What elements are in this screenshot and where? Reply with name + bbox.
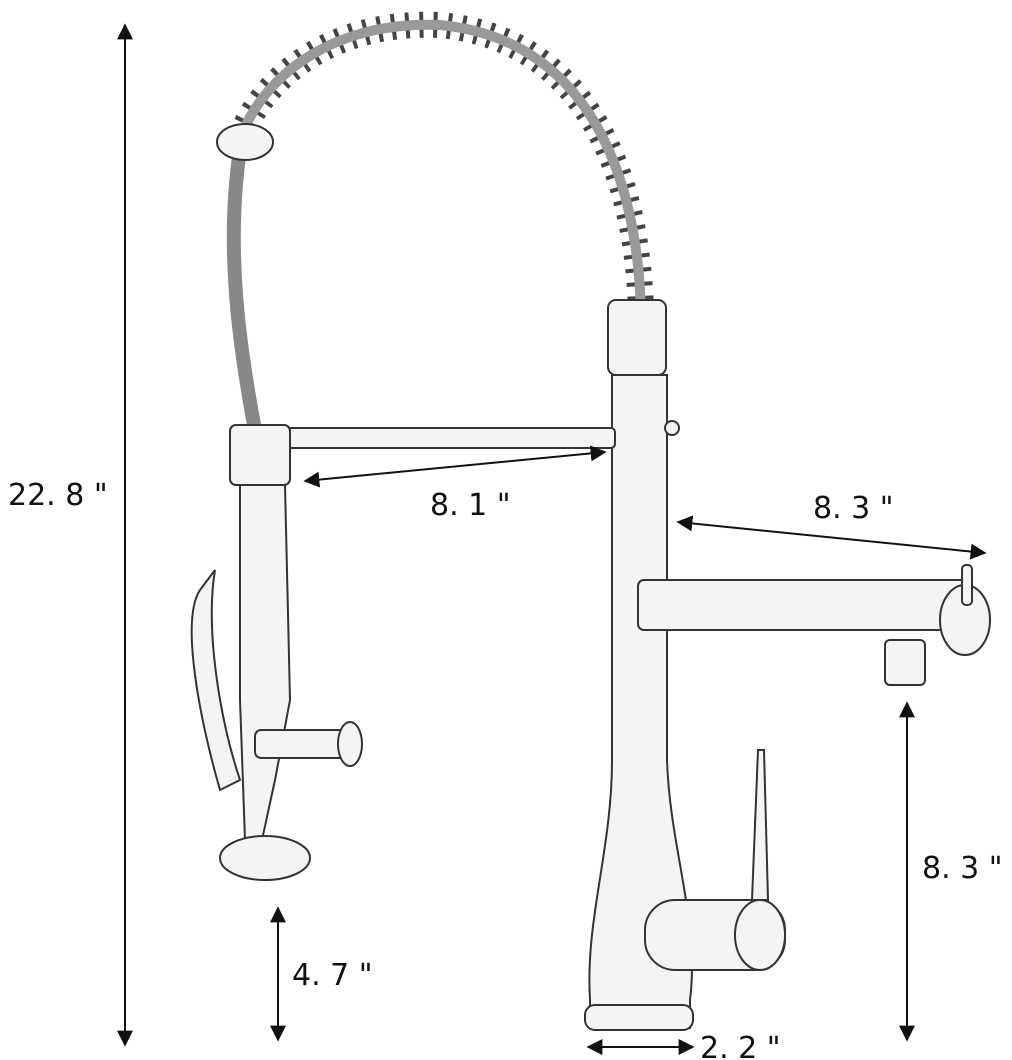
spout-reach-label: 8. 3 " <box>813 491 894 526</box>
spout <box>637 579 969 631</box>
faucet-illustration <box>190 11 991 1031</box>
arm-length-arrow <box>303 445 607 488</box>
base-diameter-label: 2. 2 " <box>700 1031 781 1060</box>
hose-end <box>216 123 274 161</box>
total-height-label: 22. 8 " <box>8 478 108 513</box>
sprayer-head <box>239 484 292 841</box>
sprayer-hose <box>226 148 262 432</box>
sprayer-arm <box>284 427 616 449</box>
spring-base <box>607 299 667 376</box>
spray-nozzle <box>219 835 311 881</box>
sprayer-lever <box>190 569 242 792</box>
sprayer-height-label: 4. 7 " <box>292 958 373 993</box>
spout-reach-arrow <box>676 515 987 560</box>
spout-height-label: 8. 3 " <box>922 851 1003 886</box>
arm-length-label: 8. 1 " <box>430 488 511 523</box>
spring-coil <box>227 11 655 371</box>
